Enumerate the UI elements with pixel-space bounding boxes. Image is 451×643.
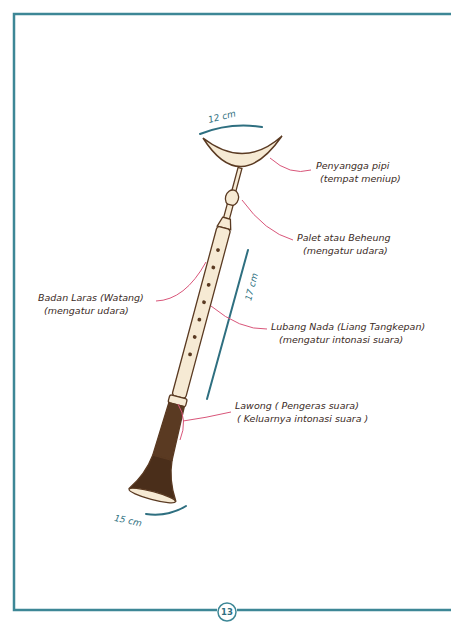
instrument-body xyxy=(128,162,263,506)
part-name: Palet atau Beheung xyxy=(297,232,391,243)
page-number: 13 xyxy=(221,607,233,617)
part-name: Penyangga pipi xyxy=(316,160,389,171)
part-name: Badan Laras (Watang) xyxy=(38,292,144,303)
leader-line xyxy=(156,158,311,440)
page-number-circle xyxy=(218,603,236,621)
part-note: (mengatur udara) xyxy=(303,245,388,256)
part-name: Lawong ( Pengeras suara) xyxy=(235,400,359,411)
dimension-label: 17 cm xyxy=(243,272,261,302)
dimension-label: 15 cm xyxy=(113,513,143,529)
part-name: Lubang Nada (Liang Tangkepan) xyxy=(271,321,425,332)
page-frame xyxy=(14,14,451,610)
dimension-line xyxy=(146,126,262,515)
part-note: (mengatur udara) xyxy=(44,305,129,316)
cheek-rest xyxy=(203,136,282,167)
dimension-label: 12 cm xyxy=(207,108,237,125)
part-note: (tempat meniup) xyxy=(320,173,401,184)
part-note: (mengatur intonasi suara) xyxy=(279,334,403,345)
part-note: ( Keluarnya intonasi suara ) xyxy=(237,413,368,424)
